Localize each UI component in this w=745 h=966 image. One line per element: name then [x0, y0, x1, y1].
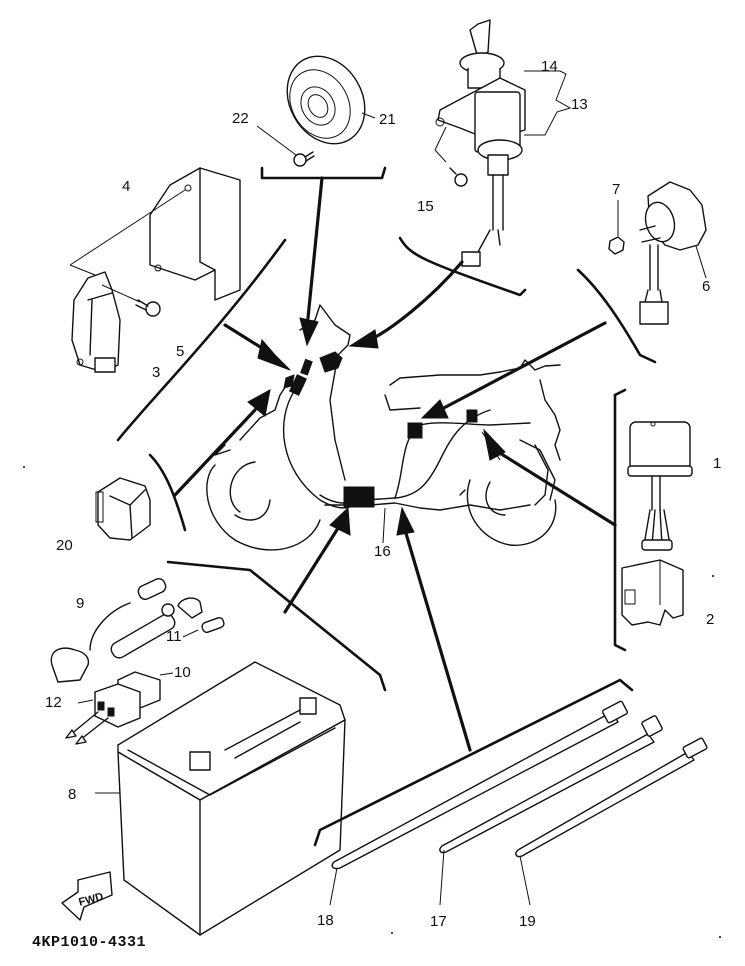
callout-6: 6 [702, 278, 711, 295]
part-12-fuse-holder [65, 683, 141, 745]
callout-15: 15 [417, 198, 434, 215]
part-3-regulator [71, 271, 121, 373]
callout-21: 21 [379, 111, 396, 128]
leader-16 [382, 507, 386, 544]
part-15-screw [449, 167, 468, 187]
callout-10: 10 [174, 664, 191, 681]
part-6-horn [639, 181, 707, 325]
part-2-relay-cover [621, 559, 684, 626]
callout-13: 13 [571, 96, 588, 113]
part-13-main-switch [434, 19, 526, 267]
callout-3: 3 [152, 364, 161, 381]
part-5-bolt [101, 284, 161, 317]
leader-arrows [173, 176, 617, 752]
part-17-cable-tie [439, 715, 663, 906]
part-21-buzzer [286, 55, 366, 145]
callout-14: 14 [541, 58, 558, 75]
callout-16: 16 [374, 543, 391, 560]
callout-17: 17 [430, 913, 447, 930]
callout-11: 11 [166, 628, 182, 645]
callout-7: 7 [612, 181, 621, 198]
callout-22: 22 [232, 110, 249, 127]
part-22-screw [256, 125, 315, 167]
part-7-nut [608, 200, 625, 255]
fwd-arrow-icon: FWD [61, 871, 113, 921]
part-4-bracket [69, 167, 241, 301]
harness-connectors [283, 351, 478, 508]
callout-8: 8 [68, 786, 77, 803]
bracket-13 [524, 70, 572, 136]
part-20-flasher [95, 477, 151, 541]
part-9-battery-lead [50, 578, 203, 683]
drawing-code: 4KP1010-4331 [32, 934, 147, 951]
callout-19: 19 [519, 913, 536, 930]
part-8-battery [95, 661, 346, 936]
callout-18: 18 [317, 912, 334, 929]
part-11-fuse [182, 616, 225, 638]
callout-9: 9 [76, 595, 85, 612]
part-1-relay [627, 421, 693, 551]
callout-2: 2 [706, 611, 715, 628]
part-18-cable-tie [329, 700, 628, 906]
callout-12: 12 [45, 694, 62, 711]
callout-20: 20 [56, 537, 73, 554]
part-19-cable-tie [515, 737, 708, 906]
scooter-outline [206, 304, 561, 551]
callout-5: 5 [176, 343, 185, 360]
callout-4: 4 [122, 178, 131, 195]
callout-1: 1 [713, 455, 722, 472]
